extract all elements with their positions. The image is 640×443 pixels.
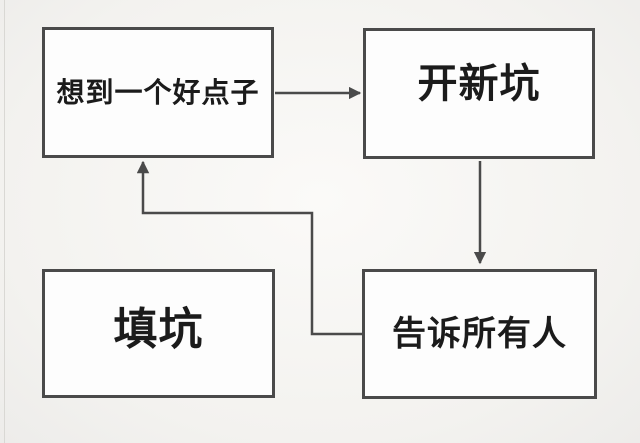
- node-fill-pit: 填坑: [42, 269, 275, 398]
- node-tell-everyone-label: 告诉所有人: [392, 315, 567, 353]
- page-edge-line: [4, 0, 5, 443]
- node-idea-label: 想到一个好点子: [56, 76, 260, 108]
- node-idea: 想到一个好点子: [42, 27, 274, 158]
- node-new-pit: 开新坑: [363, 28, 595, 159]
- node-fill-pit-label: 填坑: [113, 305, 204, 354]
- node-new-pit-label: 开新坑: [417, 61, 541, 106]
- node-tell-everyone: 告诉所有人: [362, 269, 597, 399]
